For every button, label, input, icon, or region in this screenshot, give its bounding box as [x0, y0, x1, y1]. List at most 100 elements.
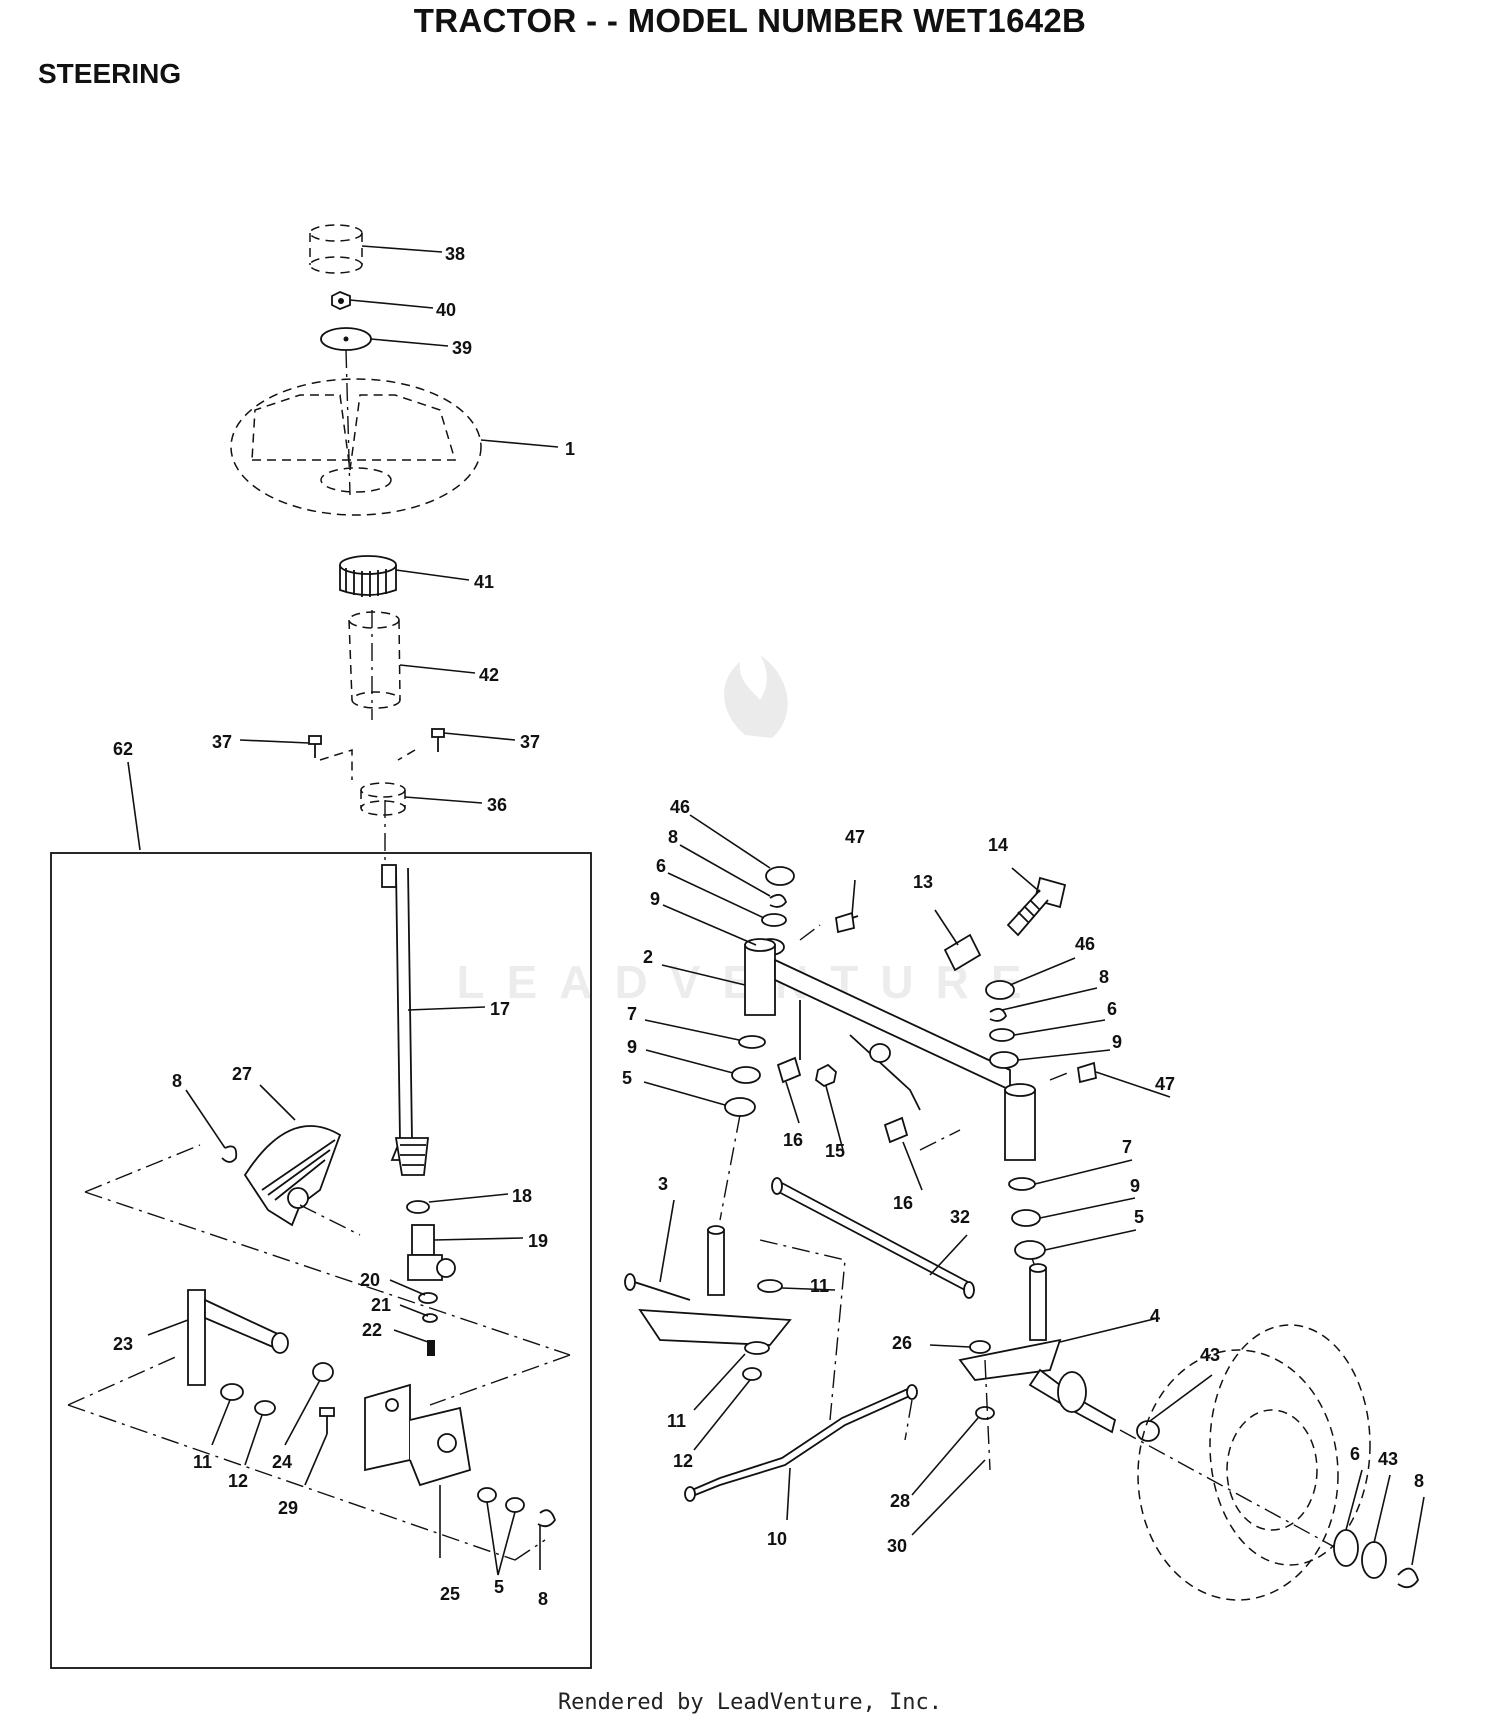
part-19-pinion	[407, 1224, 456, 1281]
callout-21: 21	[371, 1295, 391, 1315]
part-1-steering-wheel	[230, 378, 482, 516]
part-24-bushing	[312, 1362, 334, 1382]
part-11-washer-c	[744, 1341, 770, 1355]
callout-28: 28	[890, 1491, 910, 1511]
part-41-hub	[339, 555, 397, 597]
wheel-tire	[1119, 1324, 1371, 1601]
part-23-steering-arm	[187, 1289, 289, 1386]
callout-30: 30	[887, 1536, 907, 1556]
part-3-spindle	[624, 1225, 792, 1346]
part-8-clip-lower	[537, 1509, 556, 1528]
part-6-washer-b	[989, 1028, 1015, 1042]
part-37-bolt-right	[431, 728, 445, 752]
callout-36: 36	[487, 795, 507, 815]
part-18-washer	[406, 1200, 430, 1214]
callout-9-right-top: 9	[1112, 1032, 1122, 1052]
part-14-bolt	[1006, 876, 1067, 937]
callout-16-left: 16	[783, 1130, 803, 1150]
part-27-sector-gear	[243, 1125, 342, 1227]
part-5-washers	[477, 1487, 525, 1513]
part-9-washer-c	[989, 1051, 1019, 1069]
callout-46-left: 46	[670, 797, 690, 817]
callout-2: 2	[643, 947, 653, 967]
part-16-pin	[776, 1056, 802, 1084]
callout-12-left: 12	[228, 1471, 248, 1491]
callout-13: 13	[913, 872, 933, 892]
callout-41: 41	[474, 572, 494, 592]
callout-5-right: 5	[1134, 1207, 1144, 1227]
callout-62: 62	[113, 739, 133, 759]
part-62-assembly-box	[50, 761, 592, 1669]
part-9-washer-b	[731, 1066, 761, 1084]
callout-9-left: 9	[627, 1037, 637, 1057]
callout-8-gear: 8	[172, 1071, 182, 1091]
callout-5-box: 5	[494, 1577, 504, 1597]
leader-lines	[147, 245, 1425, 1576]
part-32-drag-link	[771, 1177, 975, 1299]
part-5-washer-c	[1014, 1240, 1046, 1260]
part-8-clip-wheel	[1397, 1567, 1419, 1589]
callout-labels: 38 40 39 1 41 42 62 37 37 36 17 27 8 18 …	[113, 244, 1424, 1609]
callout-32: 32	[950, 1207, 970, 1227]
part-25-bracket	[364, 1383, 472, 1487]
callout-7-left: 7	[627, 1004, 637, 1024]
part-9-washer-d	[1011, 1209, 1041, 1227]
callout-6-right: 6	[1107, 999, 1117, 1019]
callout-11-mid: 11	[810, 1276, 829, 1296]
page-title: TRACTOR - - MODEL NUMBER WET1642B	[413, 2, 1087, 39]
callout-25: 25	[440, 1584, 460, 1604]
callout-46-right: 46	[1075, 934, 1095, 954]
callout-18: 18	[512, 1186, 532, 1206]
callout-10: 10	[767, 1529, 787, 1549]
part-11-washer-b	[757, 1279, 783, 1293]
part-29-bolt	[319, 1407, 335, 1434]
part-8-clip	[221, 1145, 238, 1163]
callout-4: 4	[1150, 1306, 1160, 1326]
callout-26: 26	[892, 1333, 912, 1353]
callout-5-left: 5	[622, 1068, 632, 1088]
callout-1: 1	[565, 439, 575, 459]
part-37-bolt-left	[308, 735, 322, 758]
part-7-washer-b	[1008, 1177, 1036, 1191]
part-15-nut	[815, 1063, 837, 1088]
part-17-steering-shaft	[381, 864, 430, 1176]
callout-14: 14	[988, 835, 1008, 855]
part-43-washer	[1136, 1420, 1160, 1442]
callout-29: 29	[278, 1498, 298, 1518]
callout-17: 17	[490, 999, 510, 1019]
callout-3: 3	[658, 1174, 668, 1194]
part-47-fitting-b	[1077, 1061, 1097, 1084]
callout-7-right: 7	[1122, 1137, 1132, 1157]
part-5-washer-b	[724, 1097, 756, 1117]
callout-12-lower: 12	[673, 1451, 693, 1471]
callout-22: 22	[362, 1320, 382, 1340]
callout-38: 38	[445, 244, 465, 264]
callout-11-left: 11	[193, 1452, 212, 1472]
part-16-pin-b	[883, 1116, 909, 1144]
flame-logo-icon	[724, 655, 788, 738]
part-12-nut	[254, 1400, 276, 1416]
callout-9-right: 9	[1130, 1176, 1140, 1196]
part-20-washer	[418, 1292, 438, 1304]
callout-40: 40	[436, 300, 456, 320]
part-22-screw	[427, 1340, 435, 1356]
part-36-bushing	[319, 748, 416, 816]
part-6-washer	[761, 913, 787, 927]
section-title: STEERING	[38, 58, 182, 89]
part-26-bushing	[969, 1340, 991, 1354]
callout-23: 23	[113, 1334, 133, 1354]
callout-16-right: 16	[893, 1193, 913, 1213]
part-46-cap	[765, 866, 795, 886]
part-6-washer-c	[1333, 1529, 1359, 1567]
callout-6-wheel: 6	[1350, 1444, 1360, 1464]
part-47-fitting	[835, 911, 859, 934]
part-7-washer	[738, 1035, 766, 1049]
part-38-cap	[309, 224, 363, 274]
part-39-washer	[320, 327, 372, 351]
callout-15: 15	[825, 1141, 845, 1161]
callout-43-upper: 43	[1200, 1345, 1220, 1365]
part-40-nut	[331, 291, 351, 310]
part-43-washer-b	[1361, 1541, 1387, 1579]
callout-6-left: 6	[656, 856, 666, 876]
callout-39: 39	[452, 338, 472, 358]
